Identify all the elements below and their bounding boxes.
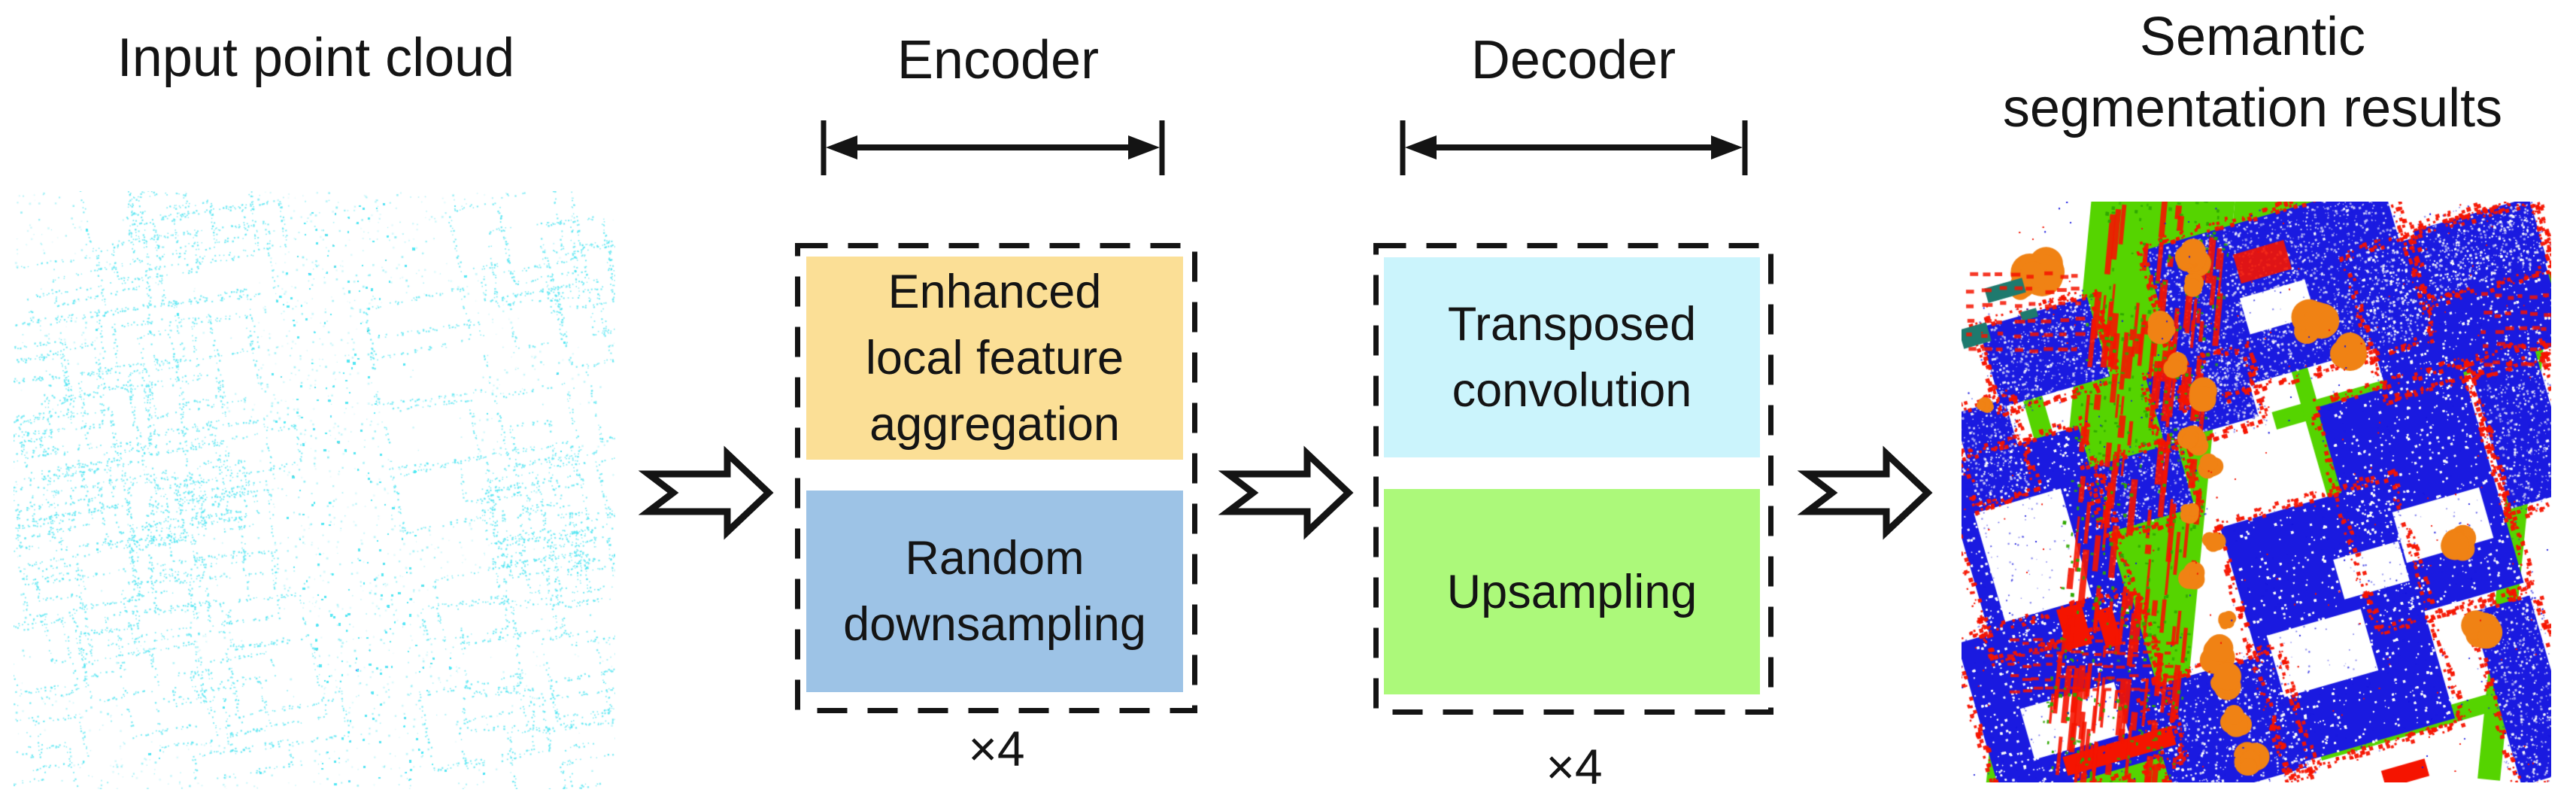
decoder-multiplier: ×4 (1546, 739, 1603, 794)
flow-arrow-icon-encoder-to-decoder (1218, 445, 1354, 540)
decoder-block-transposed-convolution: Transposed convolution (1384, 257, 1760, 457)
decoder-block-upsampling: Upsampling (1384, 489, 1760, 694)
block-label-line: Random (905, 532, 1085, 585)
block-label-line: Transposed (1447, 298, 1697, 351)
encoder-title: Encoder (897, 30, 1100, 90)
encoder-block-random-downsampling: Random downsampling (806, 491, 1183, 692)
flow-arrow-icon-decoder-to-results (1797, 445, 1933, 540)
block-label-line: aggregation (869, 398, 1120, 451)
decoder-span-arrow-icon (1400, 120, 1748, 175)
decoder-dashed-box (1373, 243, 1773, 715)
encoder-block-enhanced-local-feature-aggregation: Enhanced local feature aggregation (806, 257, 1183, 460)
input-title: Input point cloud (117, 28, 515, 88)
block-label-line: convolution (1452, 364, 1692, 417)
encoder-multiplier: ×4 (968, 721, 1025, 776)
results-title: Semantic segmentation results (1993, 2, 2512, 144)
encoder-span-arrow-icon (821, 120, 1165, 175)
block-label-line: Upsampling (1446, 565, 1698, 618)
results-title-line1: Semantic (2139, 7, 2366, 67)
flow-arrow-icon-input-to-encoder (638, 445, 774, 540)
results-title-line2: segmentation results (2002, 78, 2503, 138)
segmentation-result-image (1962, 202, 2551, 782)
block-label-line: downsampling (843, 598, 1146, 651)
block-label-line: local feature (865, 332, 1124, 384)
block-label-line: Enhanced (887, 266, 1102, 318)
input-point-cloud-image (14, 191, 615, 789)
encoder-dashed-box (795, 243, 1197, 713)
decoder-title: Decoder (1470, 30, 1676, 90)
